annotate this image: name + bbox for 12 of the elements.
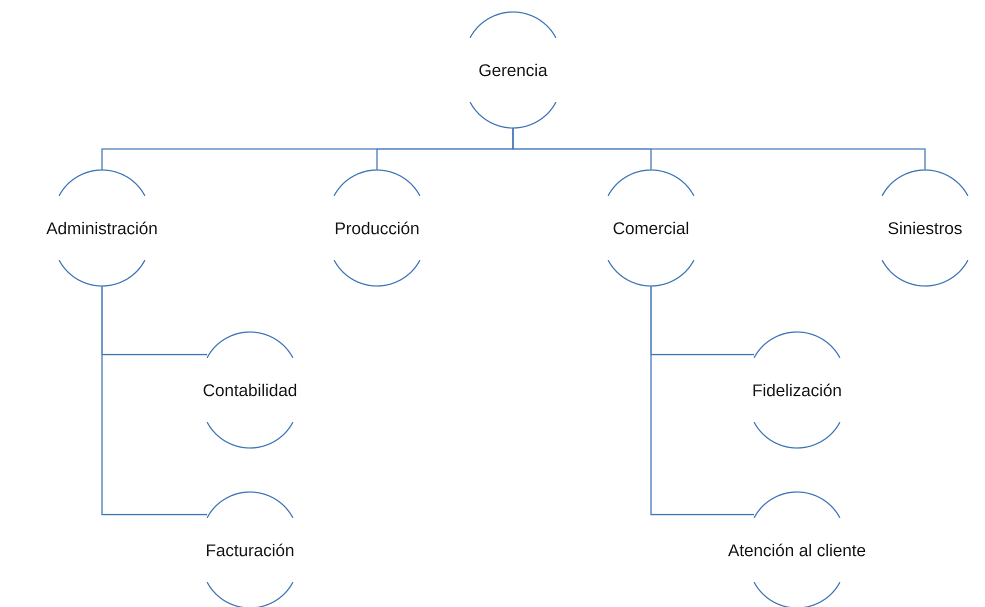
node-arcs: Facturación	[206, 491, 294, 607]
node-arcs: Gerencia	[470, 11, 556, 129]
connector-line	[650, 286, 754, 516]
node-arcs: Siniestros	[882, 169, 968, 287]
node-arcs: Fidelización	[754, 331, 841, 449]
node-arcs: Atención al cliente	[728, 491, 866, 607]
connector-line	[101, 286, 207, 516]
node-arcs: Comercial	[608, 169, 694, 287]
connector-line	[512, 128, 926, 170]
node-arcs: Administración	[46, 169, 157, 287]
node-arcs: Contabilidad	[204, 331, 296, 449]
node-arcs: Producción	[334, 169, 420, 287]
